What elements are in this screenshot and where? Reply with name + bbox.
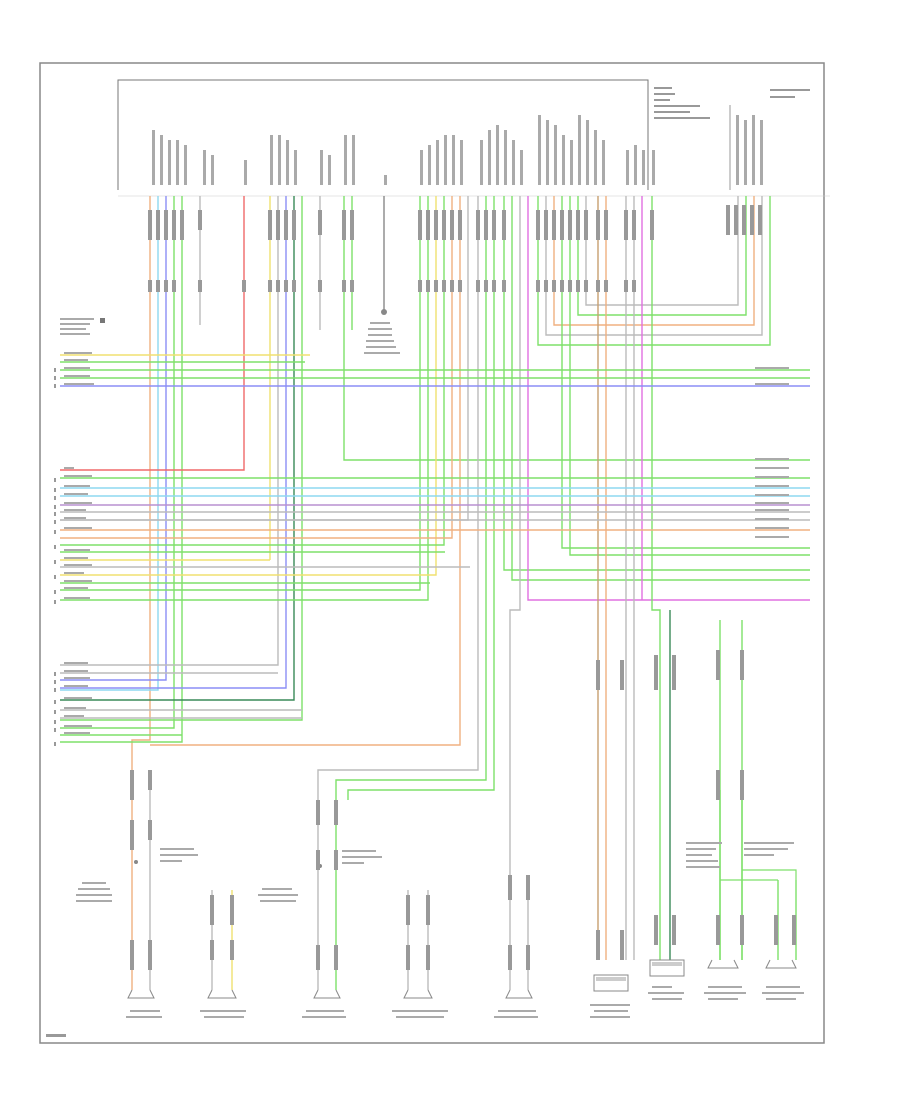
pin-labels [152,115,763,185]
ground-note [364,309,400,354]
rf-door-speaker [258,800,382,1018]
main-module [117,79,710,190]
splice-note-left [60,318,105,335]
lf-tweeter [200,890,246,1018]
wire-labels [64,352,789,734]
left-pin-ticks [54,368,56,746]
lr-rear-speaker [704,959,746,1000]
connector-markers [130,205,796,970]
right-top-module [729,89,810,190]
diagram-border [39,62,825,1044]
vertical-wires [60,196,810,960]
center-speaker [590,974,630,1018]
horizontal-bus [60,354,810,736]
speakers [76,780,804,1018]
lr-door-speaker [494,880,538,1018]
subwoofer [648,959,685,1000]
rf-tweeter [392,890,448,1018]
rr-rear-speaker [762,959,804,1000]
lf-door-speaker [76,780,198,1018]
